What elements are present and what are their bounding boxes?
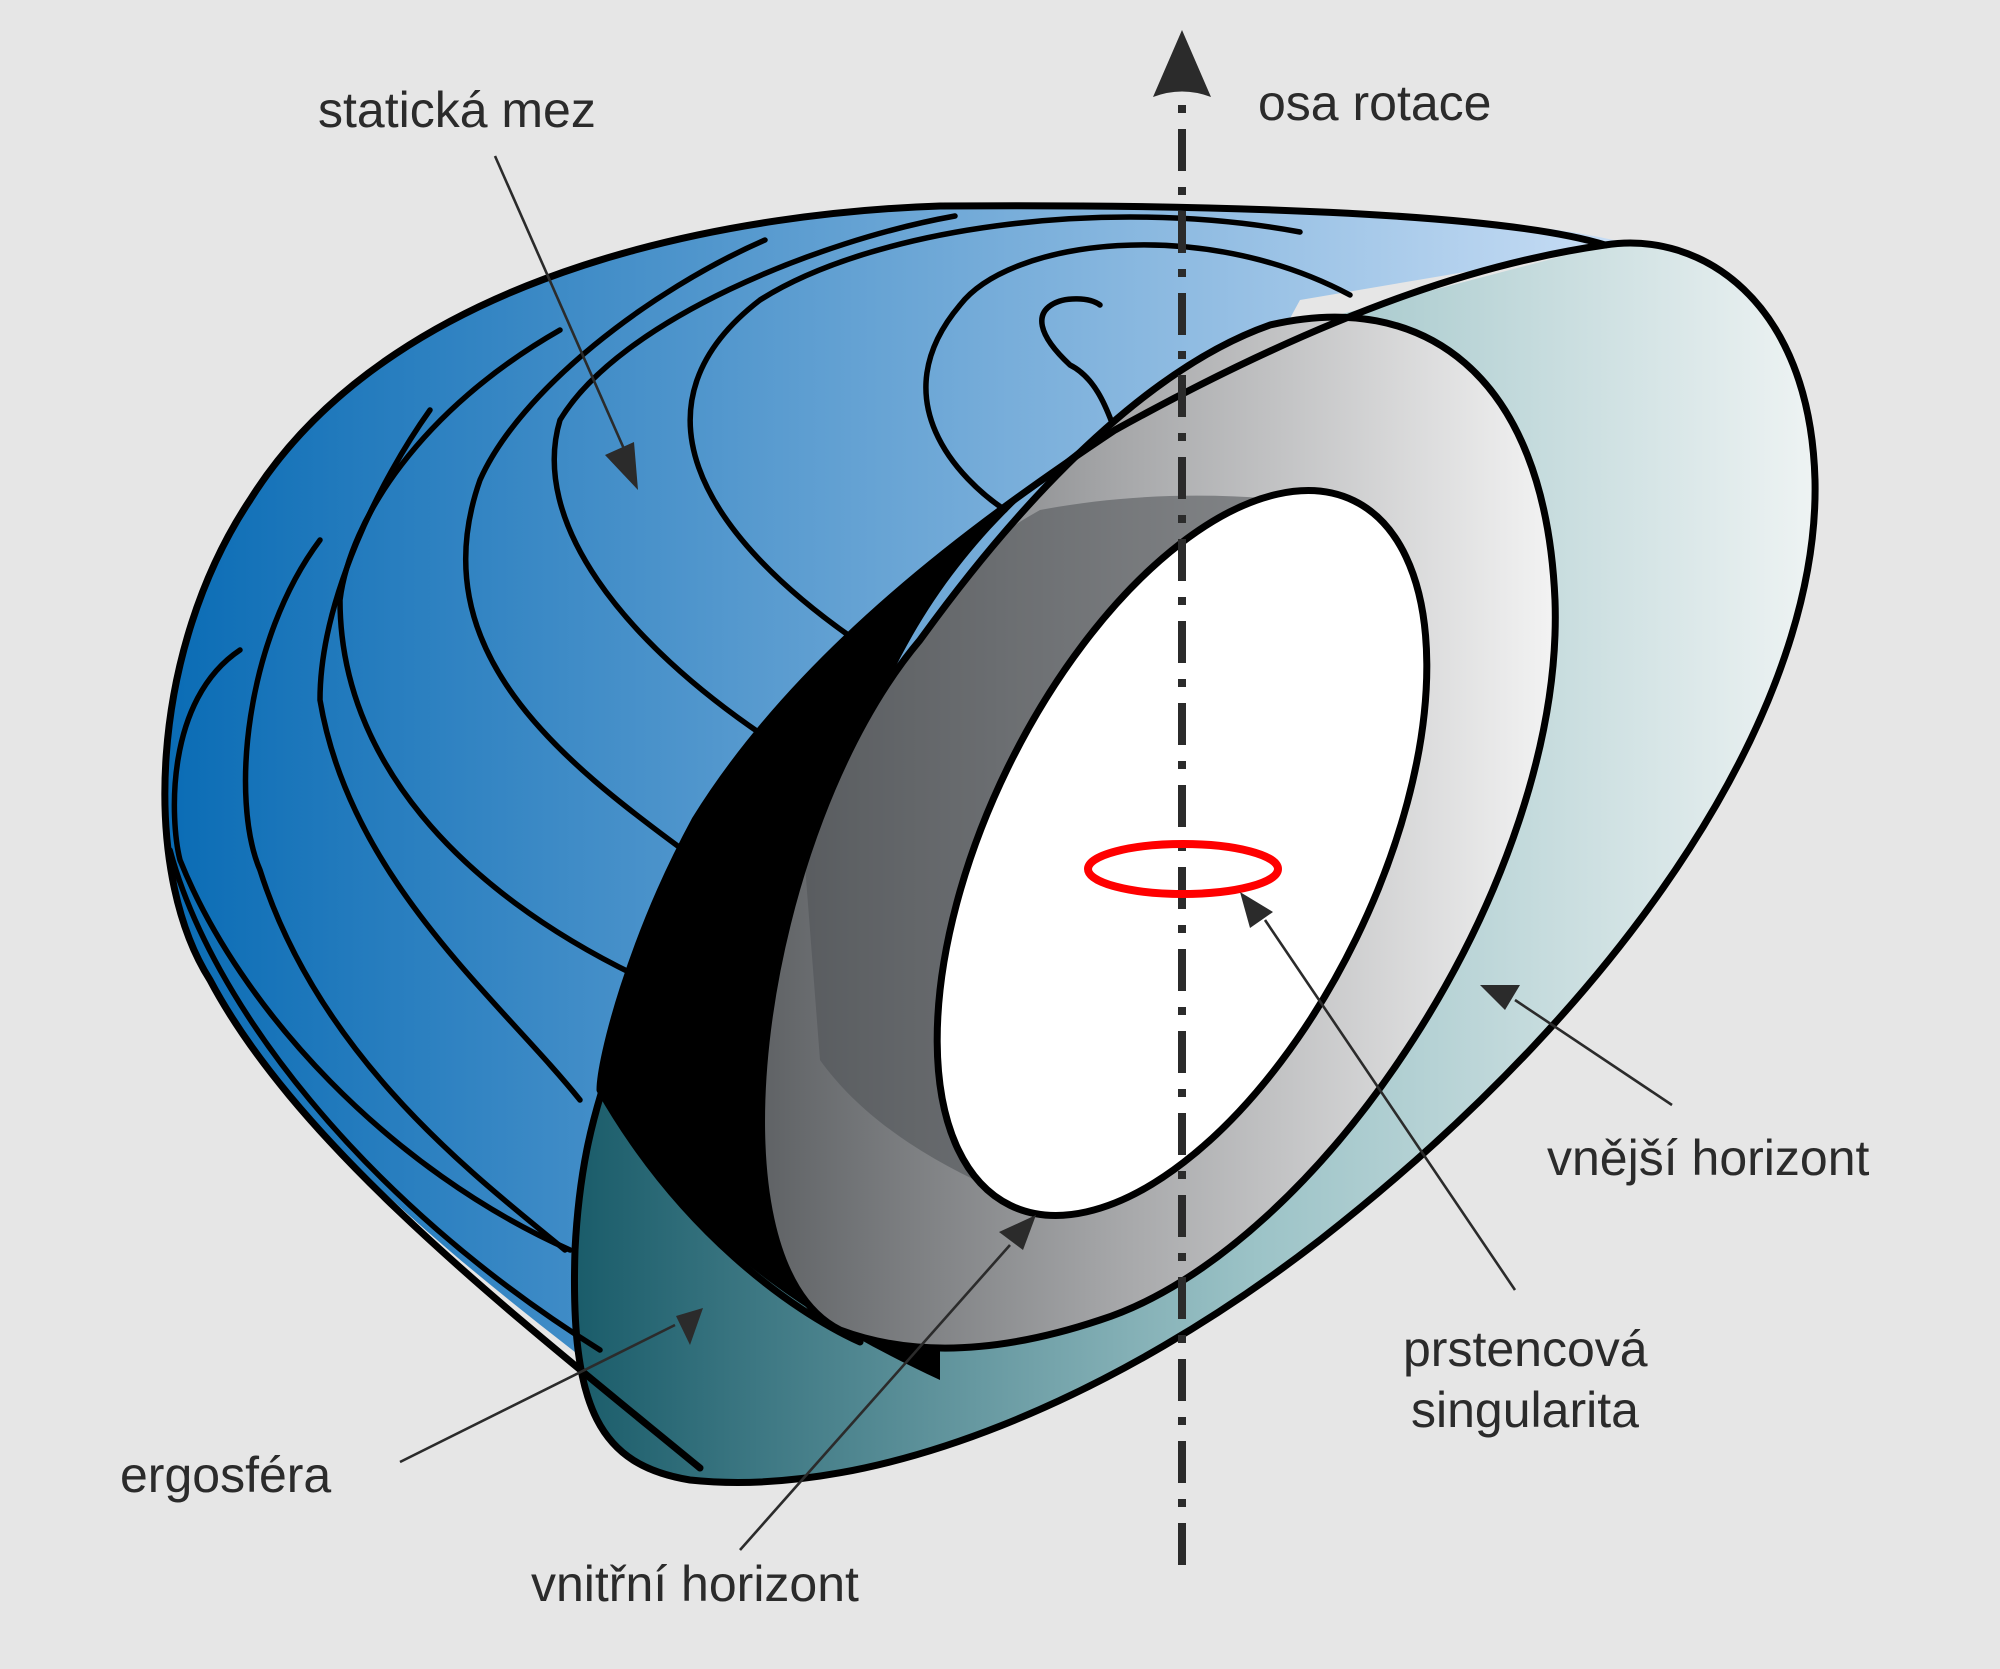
- labels: osa rotace statická mez vnější horizont …: [120, 75, 1869, 1612]
- leader-ring-singularity-arrowhead: [1240, 892, 1273, 928]
- label-inner-horizon: vnitřní horizont: [531, 1556, 859, 1612]
- leader-outer-horizon: [1514, 998, 1673, 1107]
- label-outer-horizon: vnější horizont: [1547, 1130, 1869, 1186]
- rotation-axis: [1153, 30, 1211, 1565]
- leader-lines: [399, 155, 1673, 1551]
- static-limit-outline: [161, 202, 1609, 1472]
- leader-static-limit-arrowhead: [605, 442, 638, 490]
- leader-ergosphere: [399, 1323, 676, 1464]
- leader-ergosphere-arrowhead: [676, 1308, 703, 1345]
- cut-face: [600, 370, 1200, 1380]
- leader-inner-horizon: [739, 1244, 1011, 1551]
- rotation-axis-arrowhead: [1153, 30, 1211, 97]
- leader-outer-horizon-arrowhead: [1480, 985, 1520, 1010]
- label-ring-singularity-line1: prstencová: [1403, 1321, 1648, 1377]
- label-ring-singularity-line2: singularita: [1411, 1382, 1639, 1438]
- inner-horizon-disk: [933, 487, 1431, 1219]
- ring-singularity: [1084, 840, 1282, 898]
- label-static-limit: statická mez: [318, 82, 596, 138]
- leader-inner-horizon-arrowhead: [999, 1215, 1036, 1250]
- label-ergosphere: ergosféra: [120, 1447, 331, 1503]
- leader-ring-singularity: [1263, 919, 1517, 1291]
- leader-static-limit: [493, 155, 630, 459]
- ergosphere-left-edge: [167, 847, 603, 1353]
- ergosphere-outline: [570, 239, 1819, 1486]
- label-rotation-axis: osa rotace: [1258, 75, 1491, 131]
- outlines: [161, 202, 1819, 1486]
- static-limit-contours: [171, 213, 1353, 1253]
- outer-horizon-outline: [758, 313, 1559, 1352]
